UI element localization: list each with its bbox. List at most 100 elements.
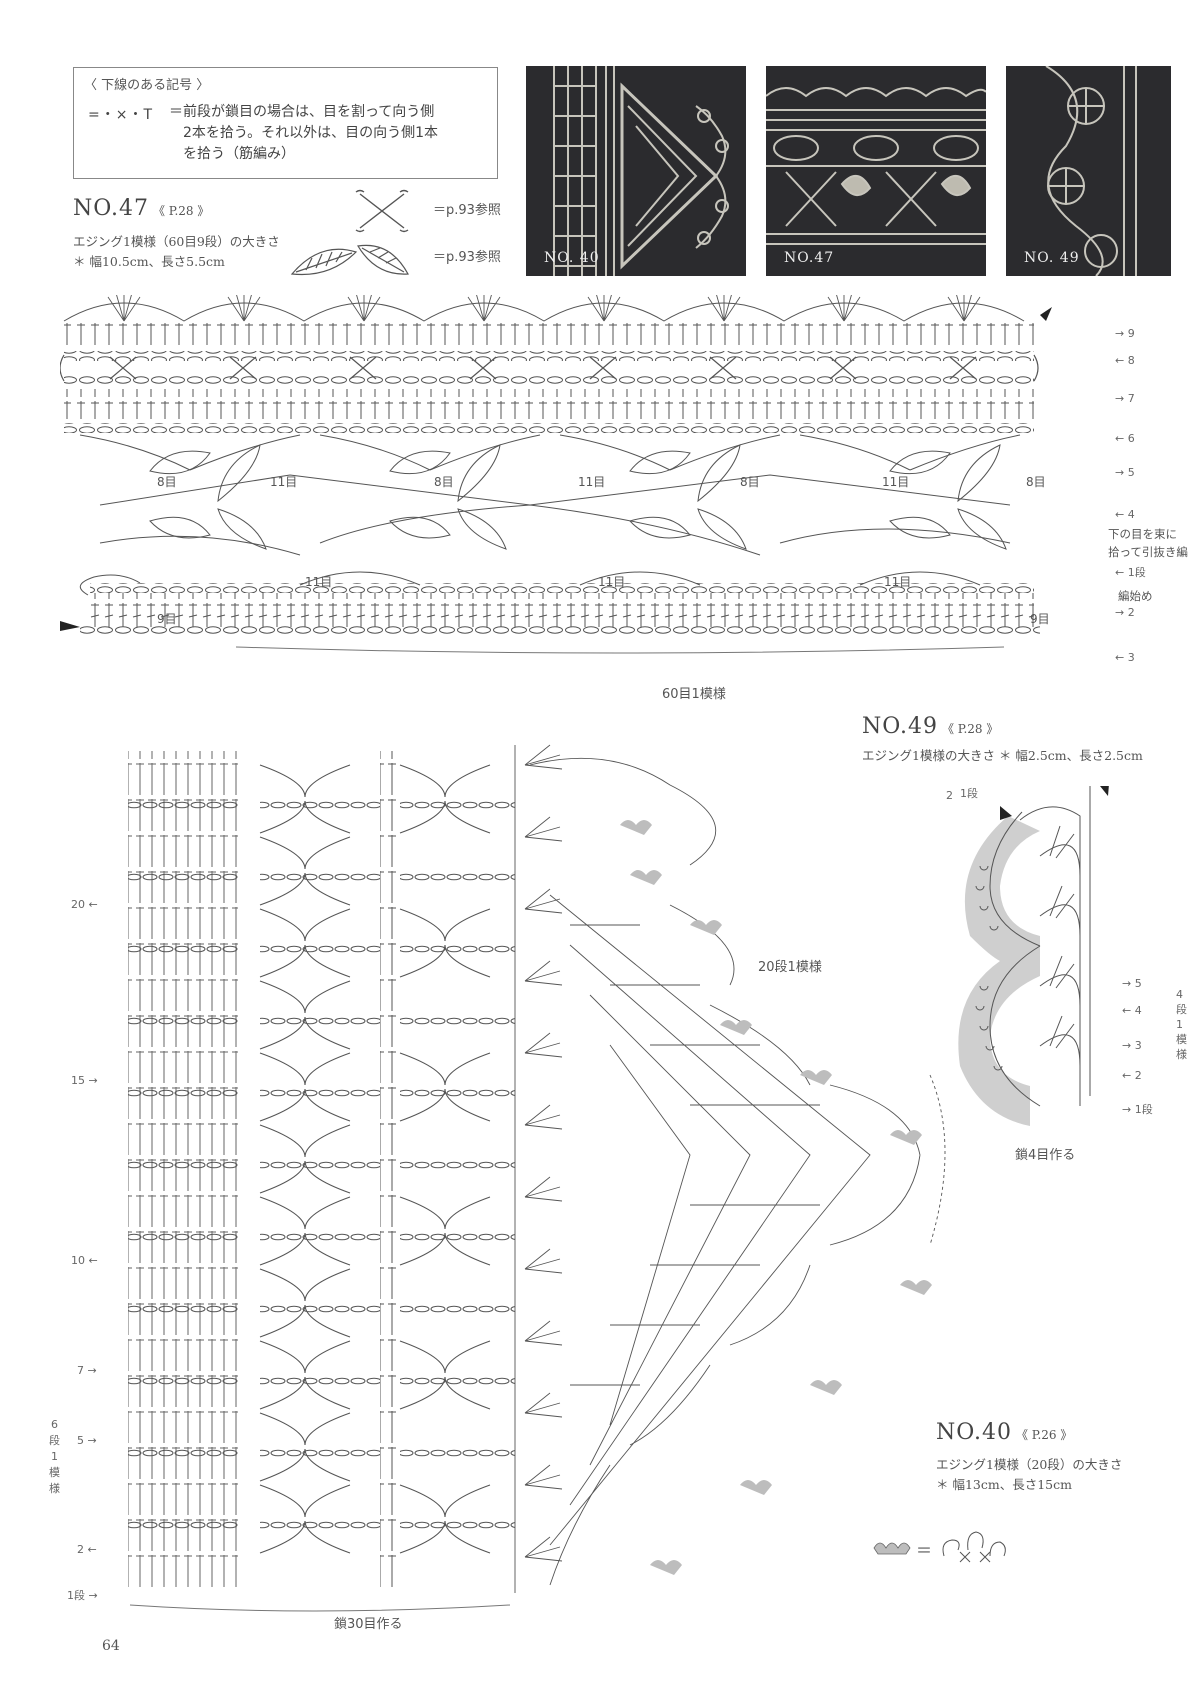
lace-photo-no47-image — [766, 87, 986, 245]
no40-page-ref: 《 P.26 》 — [1015, 1428, 1073, 1442]
no47-foundation-chain — [80, 625, 1040, 635]
no49-row-number: → 1段 — [1122, 1103, 1153, 1116]
no40-repeat-label: 20段1模様 — [758, 960, 822, 975]
no47-end-marker-icon — [1040, 307, 1052, 321]
no40-title: NO.40 — [936, 1420, 1012, 1445]
no47-count: 8目 — [157, 475, 177, 489]
no40-right-chain-rows — [400, 743, 515, 1593]
photo-label-no40: NO. 40 — [544, 250, 600, 266]
no47-row5-chains — [64, 423, 1034, 433]
no47-count: 11目 — [270, 475, 298, 489]
no49-marker-icon — [1100, 786, 1109, 796]
no47-description: エジング1模様（60目9段）の大きさ ＊ 幅10.5cm、長さ5.5cm — [73, 232, 280, 272]
legend-line: ＝前段が鎖目の場合は、目を割って向う側 — [169, 104, 435, 120]
legend-line: 2本を拾う。それ以外は、目の向う側1本 — [183, 125, 438, 141]
no49-row-number: ← 4 — [1122, 1004, 1142, 1017]
no47-page-ref: 《 P.28 》 — [152, 204, 210, 218]
no47-count: 9目 — [157, 612, 177, 626]
lace-photo-no49-image — [1045, 66, 1137, 276]
no47-row3-stitches — [90, 593, 1034, 627]
symbol-ref-note-1: ＝p.93参照 — [433, 203, 501, 218]
symbol-reference-icons — [290, 189, 409, 276]
no47-row7-crosses — [60, 354, 1039, 382]
symbol-legend-box: 〈 下線のある記号 〉 =・×・T ＝前段が鎖目の場合は、目を割って向う側 2本… — [73, 67, 498, 179]
no47-row-number: → 5 — [1115, 466, 1135, 479]
legend-symbols: =・×・T — [88, 107, 154, 123]
no49-heading: NO.49《 P.28 》 — [862, 714, 998, 739]
no47-crochet-chart — [60, 295, 1052, 654]
no47-row-number: ← 6 — [1115, 432, 1135, 445]
no47-heading: NO.47《 P.28 》 — [73, 196, 209, 221]
no49-top-label: 2 — [946, 789, 953, 802]
no47-count: 11目 — [884, 575, 912, 589]
no49-page-ref: 《 P.28 》 — [941, 722, 999, 736]
no47-row8-stitches — [64, 319, 1034, 349]
no47-count: 8目 — [740, 475, 760, 489]
no49-row-number: ← 2 — [1122, 1069, 1142, 1082]
no40-row-number: 5 → — [77, 1434, 97, 1447]
no40-row-number: 20 ← — [71, 898, 98, 911]
no47-row-number: ← 3 — [1115, 651, 1135, 664]
no47-row7-chains — [64, 351, 1034, 361]
no40-desc-line: エジング1模様（20段）の大きさ — [936, 1457, 1123, 1472]
no47-row-number: ← 4 — [1115, 508, 1135, 521]
no47-count: 8目 — [434, 475, 454, 489]
no47-count: 8目 — [1026, 475, 1046, 489]
page-number: 64 — [102, 1638, 120, 1654]
picot-equals-sign: ＝ — [916, 1541, 933, 1560]
no47-row2-chains — [90, 583, 1034, 593]
photo-label-no49: NO. 49 — [1024, 250, 1080, 266]
photo-no49: NO. 49 — [1006, 66, 1171, 276]
no47-start-note: 編始め — [1118, 589, 1153, 603]
no47-start-marker-icon — [60, 621, 80, 631]
symbol-ref-note-2: ＝p.93参照 — [433, 250, 501, 265]
no47-join-note: 下の目を束に拾って引抜き編 — [1108, 527, 1188, 559]
photo-label-no47: NO.47 — [784, 250, 835, 266]
picot-expanded-icon — [942, 1531, 1006, 1563]
no49-marker-icon — [1000, 806, 1012, 820]
no47-title: NO.47 — [73, 196, 149, 221]
photo-no40: NO. 40 — [526, 66, 746, 276]
no40-row-number: 15 → — [71, 1074, 98, 1087]
picot-symbol-icon — [873, 1542, 911, 1555]
no47-leaf-motifs — [79, 434, 1021, 556]
no47-desc-line: エジング1模様（60目9段）の大きさ — [73, 234, 280, 249]
no49-title: NO.49 — [862, 714, 938, 739]
no40-crochet-chart — [128, 743, 946, 1612]
no40-foundation-label: 鎖30目作る — [334, 1617, 403, 1632]
no40-heading: NO.40《 P.26 》 — [936, 1420, 1072, 1445]
no47-repeat-label: 60目1模様 — [662, 687, 726, 702]
no49-top-label: 1段 — [960, 787, 978, 800]
legend-text: ＝前段が鎖目の場合は、目を割って向う側 2本を拾う。それ以外は、目の向う側1本 … — [169, 102, 499, 165]
no40-row-number: 7 → — [77, 1364, 97, 1377]
no47-row6-stitches — [64, 389, 1034, 419]
no40-row-number: 1段 → — [67, 1589, 98, 1602]
no47-count: 11目 — [598, 575, 626, 589]
no49-row-number: → 5 — [1122, 977, 1142, 990]
no49-description: エジング1模様の大きさ ＊ 幅2.5cm、長さ2.5cm — [862, 748, 1143, 763]
leaf-cluster-icon — [290, 244, 409, 276]
lace-photo-no40-image — [553, 66, 729, 276]
no40-row-number: 10 ← — [71, 1254, 98, 1267]
legend-title: 〈 下線のある記号 〉 — [84, 78, 210, 93]
no49-crochet-chart — [958, 786, 1109, 1126]
no47-count: 11目 — [882, 475, 910, 489]
no40-description: エジング1模様（20段）の大きさ ＊ 幅13cm、長さ15cm — [936, 1455, 1122, 1495]
no47-desc-line: ＊ 幅10.5cm、長さ5.5cm — [73, 254, 225, 269]
no47-row-number: → 7 — [1115, 392, 1135, 405]
no47-count: 11目 — [578, 475, 606, 489]
no47-count: 11目 — [305, 575, 333, 589]
crossed-stitch-icon — [355, 189, 409, 233]
no40-cross-stitches — [259, 764, 491, 1554]
no49-foundation-label: 鎖4目作る — [1015, 1148, 1076, 1163]
no40-picot-motifs — [620, 820, 932, 1575]
photo-no47: NO.47 — [766, 66, 986, 276]
no47-count: 9目 — [1030, 612, 1050, 626]
no47-row-number: → 9 — [1115, 327, 1135, 340]
no40-desc-line: ＊ 幅13cm、長さ15cm — [936, 1477, 1072, 1492]
no47-row-number: ← 1段 — [1115, 566, 1146, 579]
no47-row9-scallops — [63, 295, 1025, 322]
no47-row-number: → 2 — [1115, 606, 1135, 619]
